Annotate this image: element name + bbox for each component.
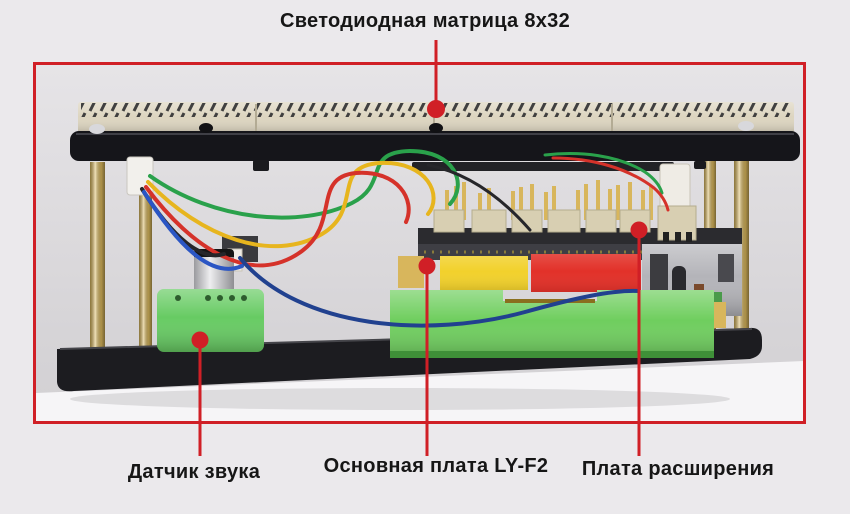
board-components: [440, 254, 641, 292]
photo-frame-border: [33, 62, 806, 424]
brass-spacer: [398, 256, 424, 288]
screw: [738, 121, 754, 131]
label-expansion-board: Плата расширения: [581, 458, 775, 480]
enclosure-notch: [505, 299, 595, 303]
sensor-vents: [175, 295, 247, 301]
device-shadow: [70, 388, 730, 410]
callout-main-board: [418, 257, 436, 456]
bolt-cap: [429, 123, 443, 133]
capacitor: [672, 266, 686, 296]
main-board-enclosure: [390, 290, 714, 358]
standoff-nut: [694, 161, 706, 169]
screw: [89, 124, 105, 134]
standoff-nut: [253, 160, 269, 171]
label-led-matrix: Светодиодная матрица 8x32: [279, 10, 571, 32]
header-pins: [445, 180, 653, 220]
callout-sound-sensor: [191, 331, 209, 456]
callout-dot: [630, 221, 648, 239]
label-main-board: Основная плата LY-F2: [323, 455, 549, 477]
callout-led-matrix: [427, 40, 445, 118]
callout-dot: [191, 331, 209, 349]
callout-dot: [427, 100, 445, 118]
microphone: [194, 257, 234, 293]
wiring: [140, 148, 670, 328]
label-sound-sensor: Датчик звука: [127, 461, 261, 483]
bolt-cap: [199, 123, 213, 133]
callout-expansion-board: [630, 221, 648, 456]
pin-header-housings: [433, 209, 651, 233]
callout-dot: [418, 257, 436, 275]
